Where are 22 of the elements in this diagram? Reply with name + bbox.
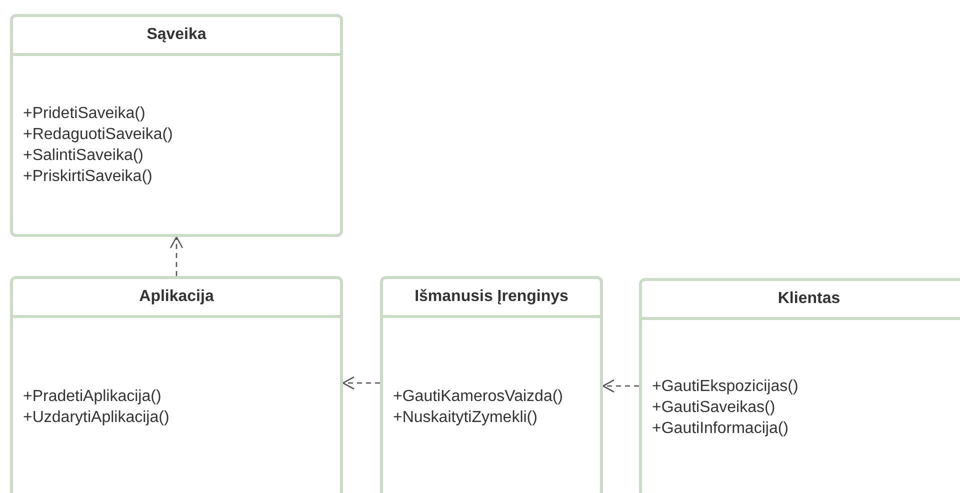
class-name: Išmanusis Įrenginys [414, 288, 568, 306]
method-text: +PradetiAplikacija() [23, 386, 162, 406]
dependency-arrow [342, 376, 380, 390]
method-text: +PridetiSaveika() [23, 104, 146, 124]
method-text: +UzdarytiAplikacija() [23, 408, 170, 428]
class-name: Klientas [778, 290, 840, 308]
method-text: +RedaguotiSaveika() [23, 125, 174, 145]
method-text: +SalintiSaveika() [23, 146, 144, 166]
method-text: +GautiKamerosVaizda() [393, 386, 564, 406]
class-box [639, 278, 960, 493]
class-box [10, 276, 343, 493]
method-text: +GautiEkspozicijas() [652, 377, 800, 397]
method-text: +GautiSaveikas() [652, 398, 776, 418]
method-text: +GautiInformacija() [652, 419, 790, 439]
class-name: Sąveika [146, 26, 206, 44]
dependency-arrow [170, 236, 184, 276]
class-box [380, 276, 603, 493]
method-text: +NuskaitytiZymekli() [393, 408, 538, 428]
method-text: +PriskirtiSaveika() [23, 167, 154, 187]
dependency-arrow [602, 379, 639, 393]
class-box [10, 14, 343, 237]
class-name: Aplikacija [139, 288, 214, 306]
